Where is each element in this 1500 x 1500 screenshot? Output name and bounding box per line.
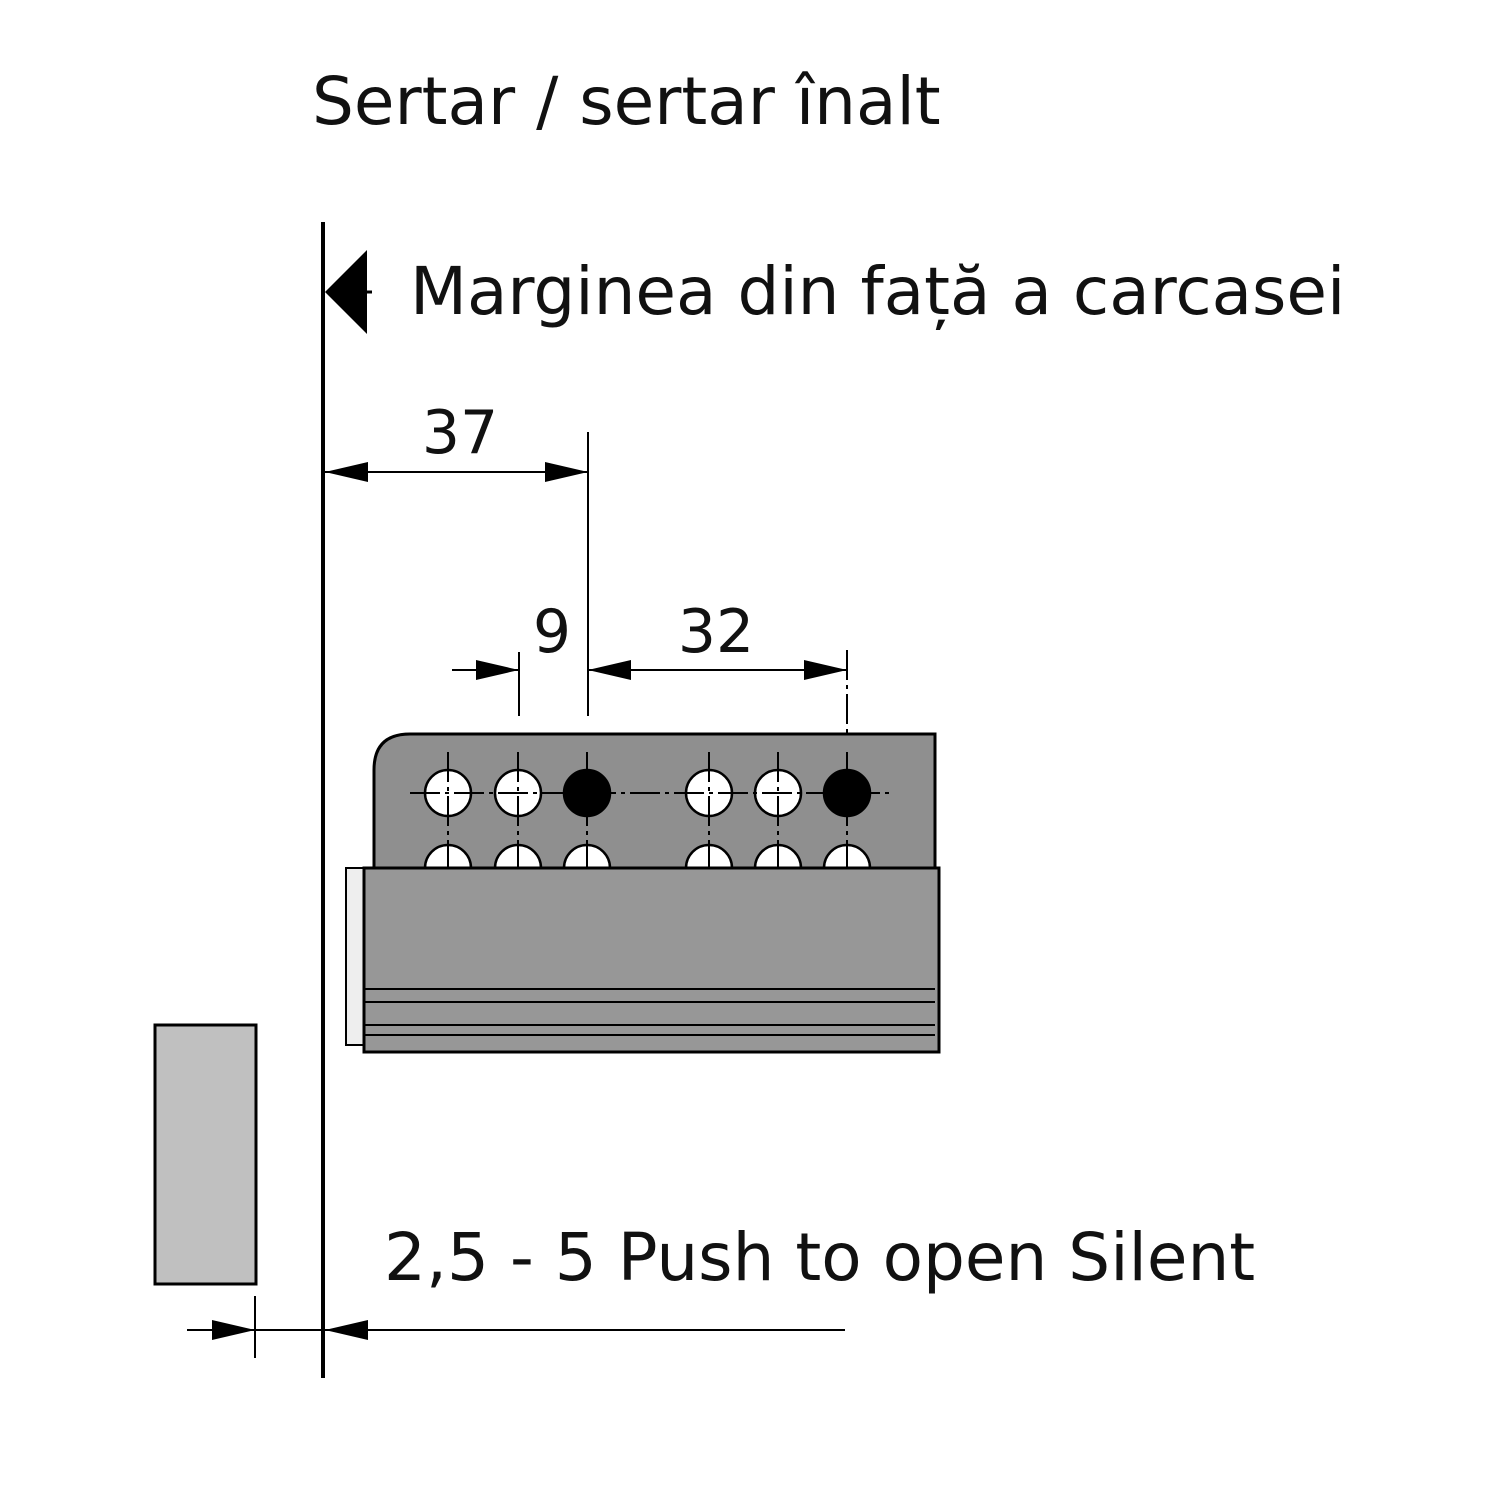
svg-text:32: 32: [678, 597, 754, 667]
reference-label: Marginea din față a carcasei: [410, 253, 1345, 330]
svg-text:9: 9: [533, 597, 571, 667]
dimension-9: 9: [452, 597, 571, 716]
reference-arrow-icon: [325, 250, 367, 334]
runner-end-cap: [345, 867, 365, 1046]
dimension-37: 37: [325, 398, 589, 716]
drawer-runner-rail: [345, 866, 941, 1054]
dimension-push-to-open: 2,5 - 5 Push to open Silent: [187, 1219, 1255, 1358]
cabinet-side-block: [153, 1023, 258, 1286]
mounting-plate: [372, 732, 937, 870]
bottom-note: 2,5 - 5 Push to open Silent: [384, 1219, 1255, 1296]
diagram-title: Sertar / sertar înalt: [312, 63, 941, 140]
dimension-32: 32: [588, 597, 848, 770]
svg-text:37: 37: [422, 398, 498, 468]
